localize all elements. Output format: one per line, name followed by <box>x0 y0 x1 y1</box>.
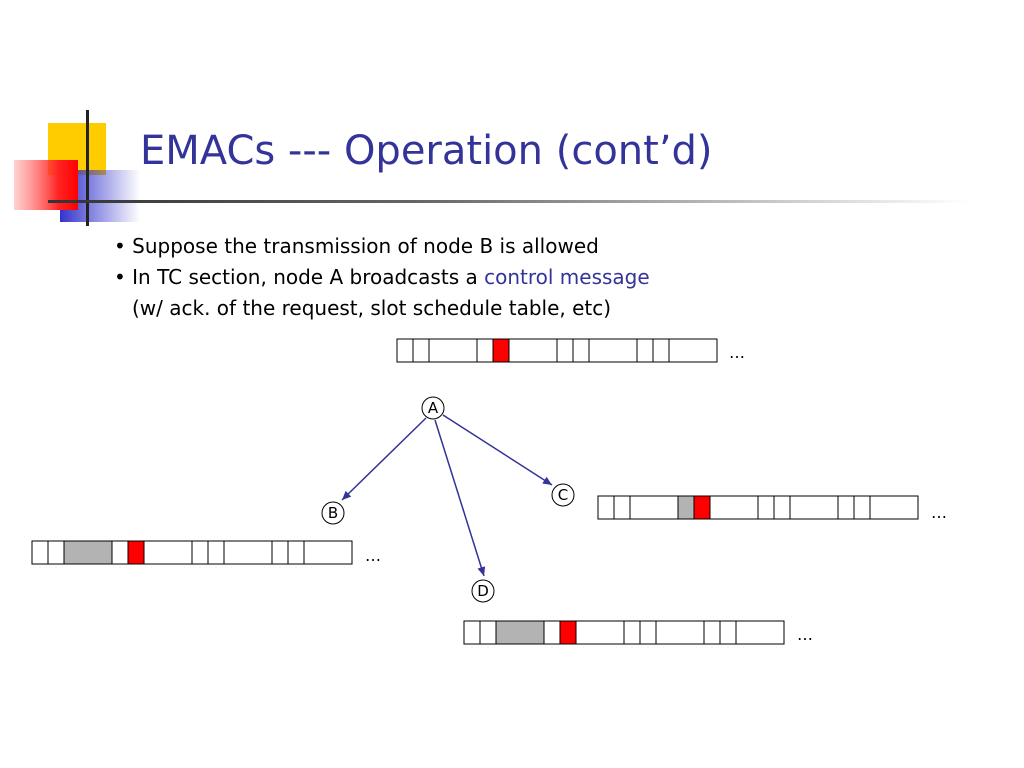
slot-empty <box>31 540 49 565</box>
slot-empty <box>853 495 871 520</box>
slot-empty <box>303 540 353 565</box>
slot-request <box>495 620 545 645</box>
ellipsis-c: … <box>931 503 947 522</box>
ellipsis-a: … <box>729 343 745 362</box>
slot-request <box>677 495 695 520</box>
frame-node-a <box>396 338 718 363</box>
frame-node-d <box>463 620 785 645</box>
slot-empty <box>588 338 638 363</box>
arrow-a-to-d <box>434 419 486 577</box>
node-c-label: C <box>558 486 568 504</box>
slot-empty <box>757 495 775 520</box>
node-d-label: D <box>477 582 489 600</box>
slot-empty <box>463 620 481 645</box>
title-underline <box>50 200 970 203</box>
slot-empty <box>428 338 478 363</box>
slot-empty <box>789 495 839 520</box>
slot-empty <box>412 338 430 363</box>
bullet-text: In TC section, node A broadcasts a <box>132 265 485 289</box>
node-a-label: A <box>428 399 439 417</box>
arrow-a-to-b <box>341 417 427 501</box>
slot-empty <box>837 495 855 520</box>
ellipsis-b: … <box>365 546 381 565</box>
slot-empty <box>223 540 273 565</box>
slot-empty <box>556 338 574 363</box>
slot-empty <box>207 540 225 565</box>
slot-empty <box>396 338 414 363</box>
slot-control <box>492 338 510 363</box>
node-c: C <box>551 483 575 507</box>
node-a: A <box>421 396 445 420</box>
slot-empty <box>719 620 737 645</box>
slot-empty <box>271 540 289 565</box>
node-d: D <box>471 579 495 603</box>
bullet-list: • Suppose the transmission of node B is … <box>114 231 650 324</box>
highlighted-phrase: control message <box>484 265 650 289</box>
node-b-label: B <box>328 504 338 522</box>
arrow-a-to-c <box>442 414 553 486</box>
slot-empty <box>476 338 494 363</box>
bullet-text: (w/ ack. of the request, slot schedule t… <box>132 296 612 320</box>
slot-empty <box>508 338 558 363</box>
slot-empty <box>47 540 65 565</box>
slot-empty <box>709 495 759 520</box>
slot-empty <box>572 338 590 363</box>
slot-empty <box>869 495 919 520</box>
slot-empty <box>143 540 193 565</box>
slot-empty <box>636 338 654 363</box>
bullet-continuation: (w/ ack. of the request, slot schedule t… <box>114 293 650 324</box>
slot-empty <box>735 620 785 645</box>
slot-empty <box>652 338 670 363</box>
bullet-2: • In TC section, node A broadcasts a con… <box>114 262 650 293</box>
slot-empty <box>597 495 615 520</box>
slot-empty <box>479 620 497 645</box>
slot-control <box>559 620 577 645</box>
slot-control <box>127 540 145 565</box>
slot-empty <box>543 620 561 645</box>
slot-empty <box>629 495 679 520</box>
ellipsis-d: … <box>797 625 813 644</box>
slot-request <box>63 540 113 565</box>
slot-control <box>693 495 711 520</box>
slot-empty <box>191 540 209 565</box>
slot-empty <box>575 620 625 645</box>
frame-node-b <box>31 540 353 565</box>
slot-empty <box>668 338 718 363</box>
slot-empty <box>639 620 657 645</box>
slot-empty <box>287 540 305 565</box>
slot-empty <box>613 495 631 520</box>
slot-empty <box>773 495 791 520</box>
slot-empty <box>655 620 705 645</box>
slot-empty <box>111 540 129 565</box>
slot-empty <box>623 620 641 645</box>
bullet-marker: • <box>114 265 126 289</box>
bullet-marker: • <box>114 234 126 258</box>
slot-empty <box>703 620 721 645</box>
slide-title: EMACs --- Operation (cont’d) <box>140 128 713 174</box>
bullet-1: • Suppose the transmission of node B is … <box>114 231 650 262</box>
bullet-text: Suppose the transmission of node B is al… <box>132 234 599 258</box>
node-b: B <box>321 501 345 525</box>
frame-node-c <box>597 495 919 520</box>
decorative-corner-logo <box>14 110 140 226</box>
